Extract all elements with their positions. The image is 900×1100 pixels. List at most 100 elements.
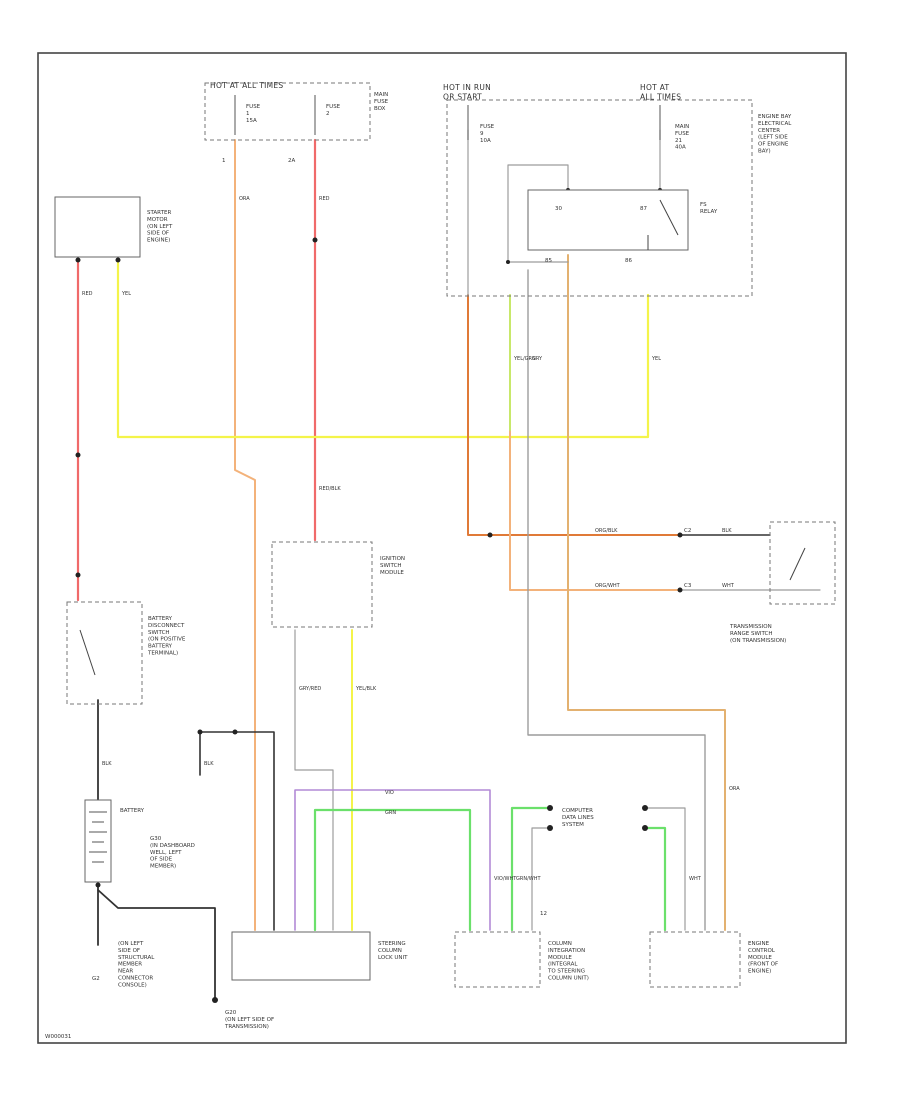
- wire-label-ora-ecm: ORA: [729, 786, 740, 792]
- label-line: FUSE: [374, 99, 389, 105]
- label-line: STARTER: [147, 210, 171, 216]
- label-line: G30: [150, 836, 162, 842]
- wire-org-blk: [467, 294, 681, 536]
- label-line: 10A: [480, 138, 491, 144]
- footer-code: W000031: [45, 1034, 71, 1040]
- trans-switch-contact: [789, 547, 806, 581]
- label-line: FUSE: [480, 124, 495, 130]
- label-line: WELL, LEFT: [150, 850, 182, 856]
- label-line: SWITCH: [380, 563, 402, 569]
- wire-gray-data-ecm: [644, 807, 686, 931]
- label-line: CENTER: [758, 128, 780, 134]
- connector-12: 12: [540, 911, 547, 917]
- label-line: (ON LEFT: [118, 941, 144, 947]
- main-fuse-box-outline: [204, 82, 371, 141]
- wire-label-grn: GRN: [385, 810, 396, 816]
- trans-range-switch-box: [769, 521, 836, 605]
- label-line: 2: [326, 111, 330, 117]
- battery-cells: [89, 811, 107, 863]
- label-line: FUSE: [246, 104, 261, 110]
- wire-label-blk-g30: BLK: [204, 761, 214, 767]
- label-line: LOCK UNIT: [378, 955, 408, 961]
- label-line: TRANSMISSION): [224, 1024, 269, 1030]
- wire-label-org-wht: ORG/WHT: [595, 583, 621, 589]
- label-line: CONSOLE): [118, 982, 147, 988]
- wire-gray-ign: [294, 629, 334, 931]
- label-line: ENGINE: [748, 941, 770, 947]
- engine-module-box: [649, 931, 741, 988]
- label-line: 40A: [675, 145, 686, 151]
- label-line: HOT IN RUN: [443, 83, 491, 92]
- label-line: OF SIDE: [150, 857, 173, 863]
- wire-label-gry: GRY: [532, 356, 543, 362]
- label-line: STRUCTURAL: [118, 955, 155, 961]
- splice-dot: [547, 805, 553, 811]
- relay-pin-30: 30: [555, 206, 562, 212]
- starter-motor-box: [54, 196, 141, 258]
- splice-dot: [75, 572, 81, 578]
- label-line: MODULE: [548, 955, 572, 961]
- label-line: ALL TIMES: [640, 92, 681, 101]
- label-line: COLUMN: [378, 948, 402, 954]
- wire-label-red-lower: RED/BLK: [319, 486, 341, 492]
- label-line: RELAY: [700, 209, 718, 215]
- label-line: BATTERY: [148, 644, 173, 650]
- label-line: FUSE: [675, 131, 690, 137]
- fs-relay-box: [527, 189, 689, 251]
- splice-dot: [115, 257, 121, 263]
- battery-disconnect-box: [66, 601, 143, 705]
- label-line: HOT AT: [640, 83, 670, 92]
- label-line: CONTROL: [748, 948, 776, 954]
- label-line: COLUMN: [548, 941, 572, 947]
- splice-dot: [642, 825, 648, 831]
- label-line: 15A: [246, 118, 257, 124]
- wire-label-blk: BLK: [102, 761, 112, 767]
- connector-c3: C3: [684, 583, 692, 589]
- wire-label-ora: ORA: [239, 196, 250, 202]
- diagram-frame: [37, 52, 847, 1044]
- label-line: (LEFT SIDE: [758, 135, 788, 141]
- label-line: G20: [225, 1010, 237, 1016]
- label-line: ENGINE): [147, 238, 170, 244]
- label-line: CONNECTOR: [118, 975, 153, 981]
- disconnect-switch-contact: [79, 629, 96, 676]
- label-line: ENGINE BAY: [758, 114, 792, 120]
- label-line: BAY): [758, 148, 771, 154]
- label-line: RANGE SWITCH: [730, 631, 773, 637]
- label-line: 1: [246, 111, 250, 117]
- label-line: SWITCH: [148, 630, 170, 636]
- label-line: (FRONT OF: [748, 962, 778, 968]
- label-line: MODULE: [380, 570, 404, 576]
- wire-label-yel-grn: YEL/GRN: [513, 356, 536, 362]
- label-line: TO STEERING: [547, 969, 585, 975]
- wire-label-org-blk: ORG/BLK: [595, 528, 618, 534]
- label-line: NEAR: [118, 969, 133, 975]
- wire-label-gry-red: GRY/RED: [299, 686, 321, 692]
- label-line: STEERING: [378, 941, 406, 947]
- wire-green-data: [510, 806, 552, 932]
- label-line: MAIN: [675, 124, 689, 130]
- splice-dot: [677, 587, 683, 593]
- column-module-box: [454, 931, 541, 988]
- label-line: 21: [675, 138, 682, 144]
- label-line: (ON LEFT SIDE OF: [225, 1017, 274, 1023]
- relay-pin-85: 85: [545, 258, 552, 264]
- wire-violet: [294, 789, 491, 931]
- label-line: SIDE OF: [118, 948, 140, 954]
- label-line: (INTEGRAL: [548, 962, 578, 968]
- label-line: MODULE: [748, 955, 772, 961]
- label-line: MEMBER): [150, 864, 176, 870]
